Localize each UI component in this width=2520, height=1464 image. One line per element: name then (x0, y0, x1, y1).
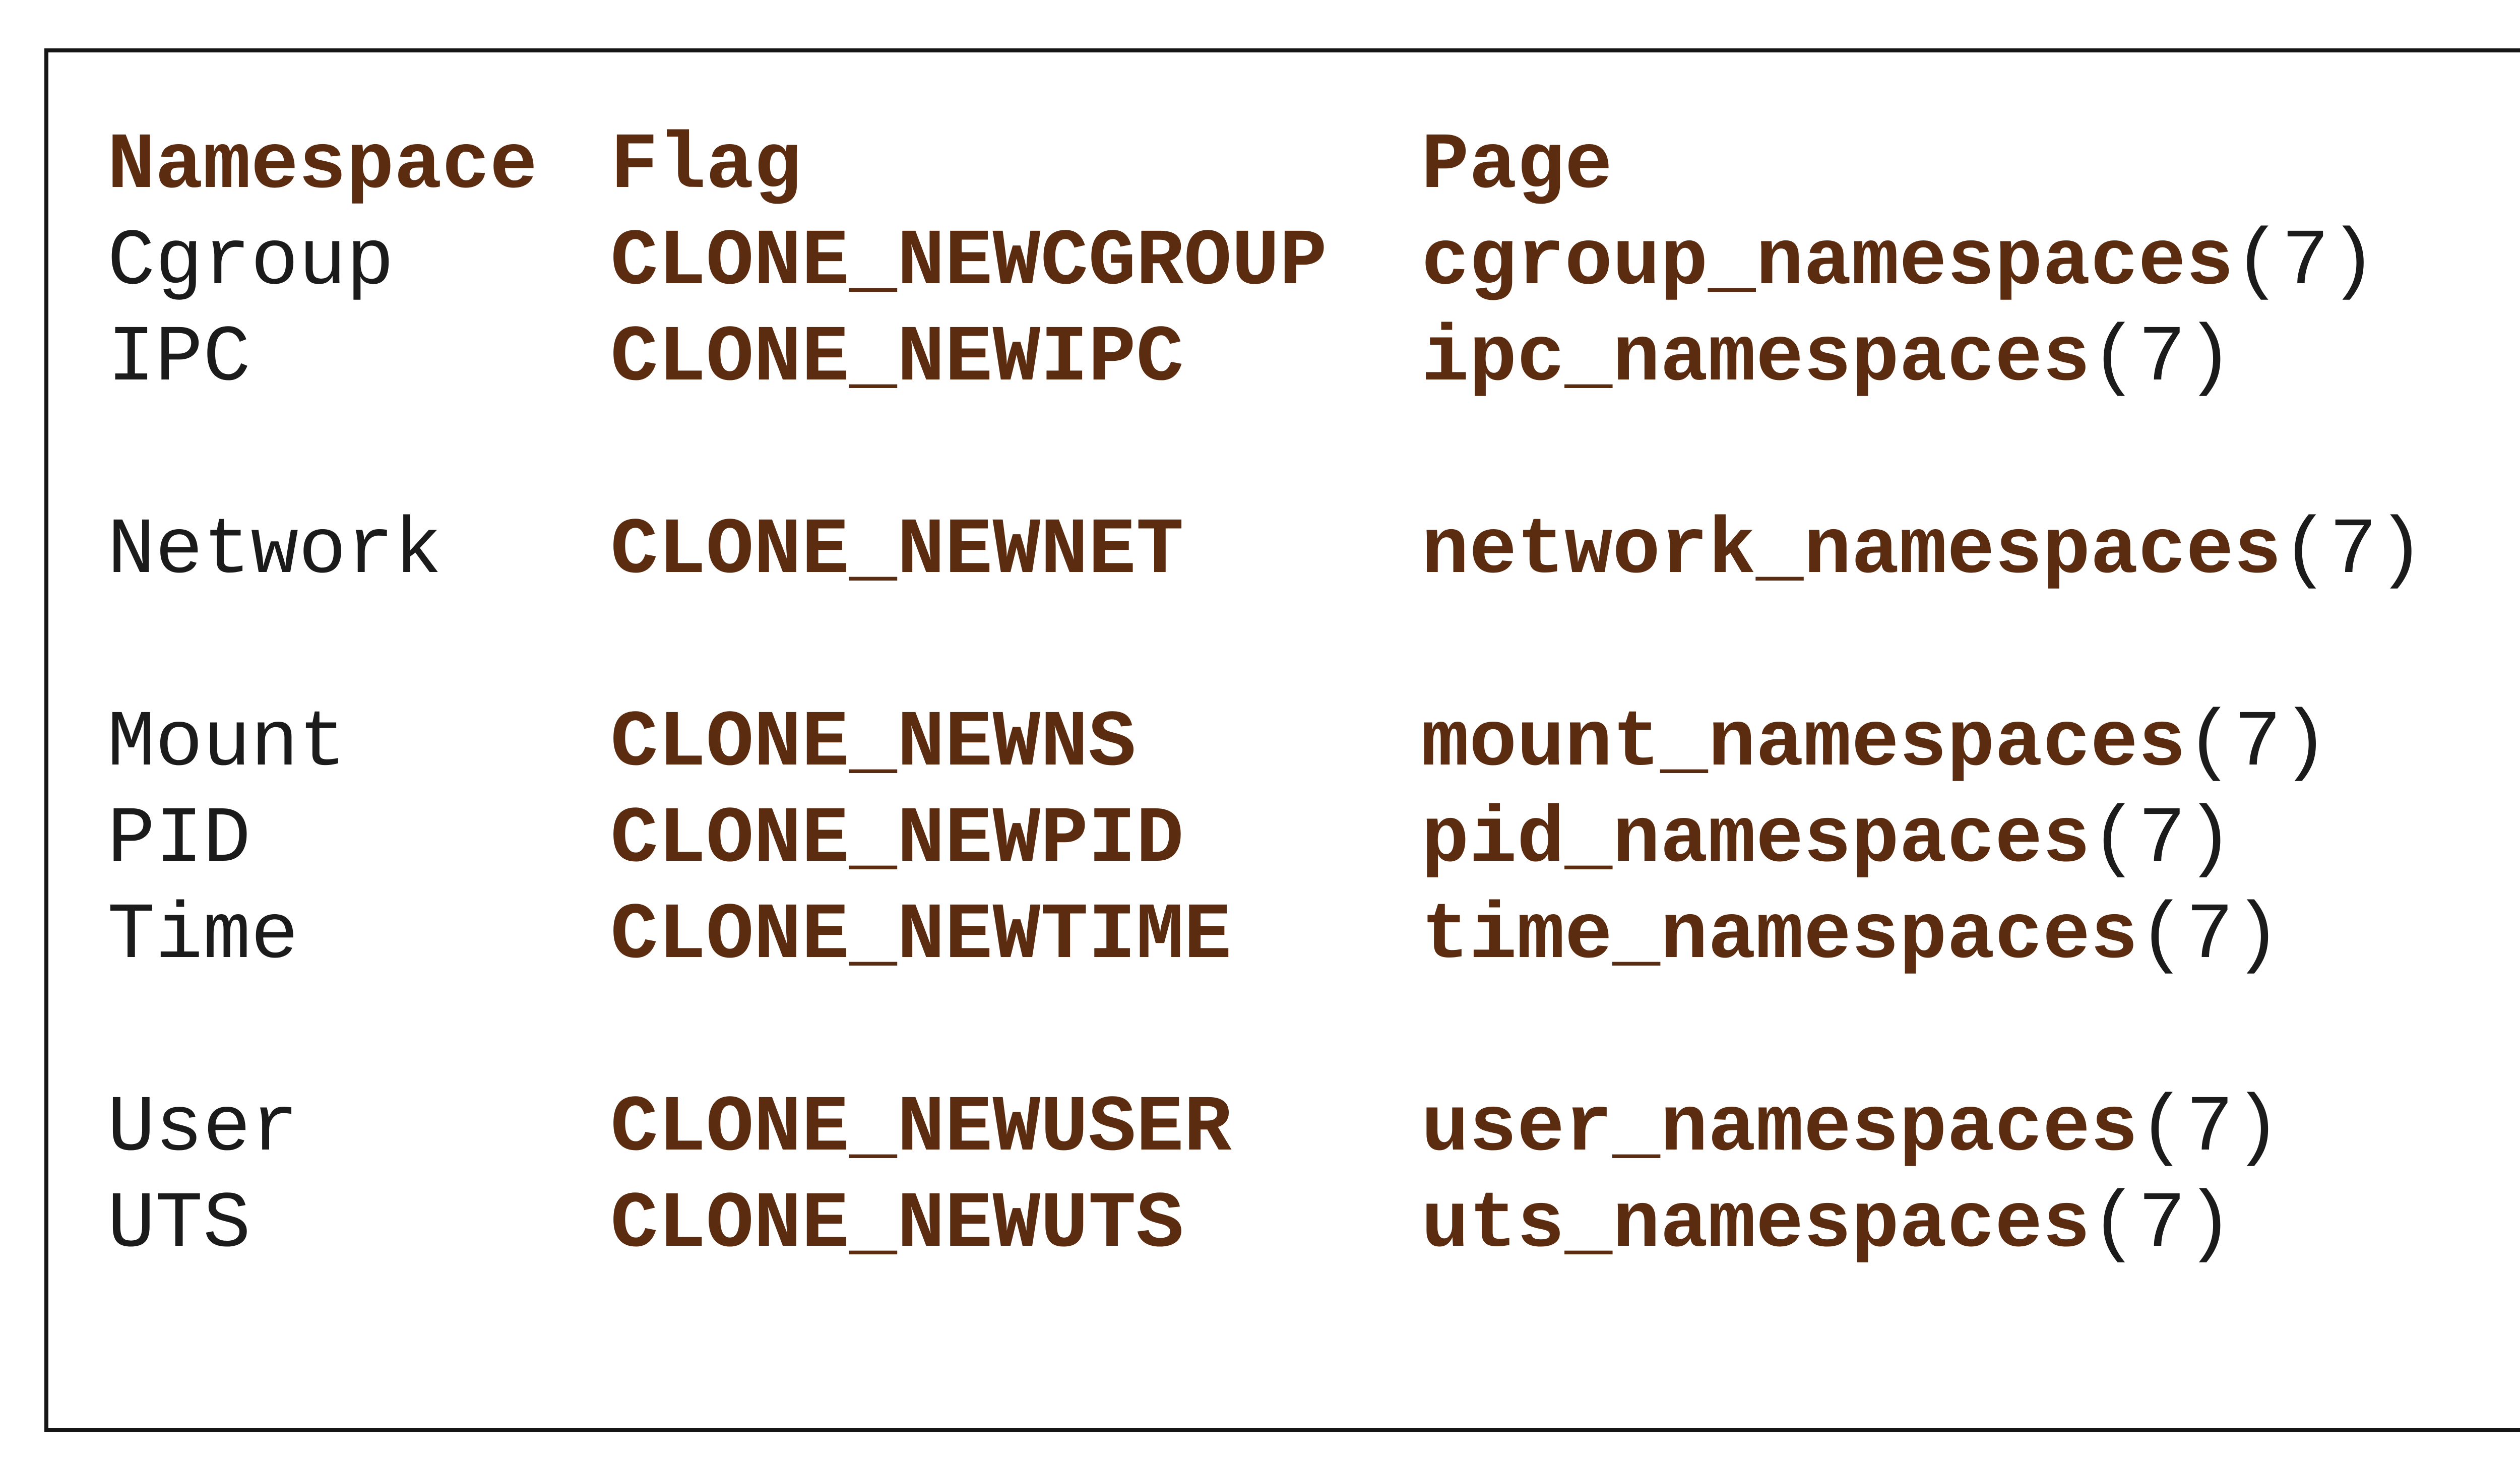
header-flag: Flag (610, 121, 802, 211)
page-cell: ipc_namespaces(7) (1421, 310, 2520, 407)
page-ref: uts_namespaces (1421, 1180, 2091, 1270)
page-cell: cgroup_namespaces(7) (1421, 214, 2520, 310)
namespace-cell: User (107, 1084, 299, 1174)
namespace-cell: Mount (107, 698, 347, 789)
namespace-cell: Network (107, 506, 442, 596)
table-row: Mount CLONE_NEWNS mount_namespaces(7) Mo… (107, 695, 2520, 792)
flag-cell: CLONE_NEWUSER (610, 1084, 1232, 1174)
page-section-number: (7) (2138, 891, 2282, 981)
page-ref: cgroup_namespaces (1421, 217, 2234, 307)
page-section-number: (7) (2138, 1084, 2282, 1174)
page-ref: network_namespaces (1421, 506, 2282, 596)
page-cell: user_namespaces(7) (1421, 1080, 2520, 1177)
flag-cell: CLONE_NEWTIME (610, 891, 1232, 981)
page-cell: uts_namespaces(7) (1421, 1177, 2520, 1273)
page-section-number: (7) (2186, 698, 2329, 789)
page-ref: ipc_namespaces (1421, 313, 2091, 404)
namespace-cell: IPC (107, 313, 251, 404)
table-row: Time CLONE_NEWTIME time_namespaces(7) Bo… (107, 888, 2520, 1080)
flag-cell: CLONE_NEWPID (610, 795, 1184, 885)
table-body: Cgroup CLONE_NEWCGROUP cgroup_namespaces… (107, 214, 2520, 1369)
table-header-row: Namespace Flag Page Isolates (107, 118, 2520, 214)
namespace-cell: PID (107, 795, 251, 885)
page-section-number: (7) (2090, 795, 2234, 885)
table-row: IPC CLONE_NEWIPC ipc_namespaces(7) Syste… (107, 310, 2520, 503)
table-row: Cgroup CLONE_NEWCGROUP cgroup_namespaces… (107, 214, 2520, 310)
namespace-cell: Cgroup (107, 217, 394, 307)
page-section-number: (7) (2090, 313, 2234, 404)
namespaces-table: Namespace Flag Page Isolates Cgroup CLON… (44, 48, 2520, 1432)
header-namespace: Namespace (107, 121, 538, 211)
flag-cell: CLONE_NEWUTS (610, 1180, 1184, 1270)
page-section-number: (7) (2233, 217, 2377, 307)
page-ref: pid_namespaces (1421, 795, 2091, 885)
flag-cell: CLONE_NEWNET (610, 506, 1184, 596)
table-row: UTS CLONE_NEWUTS uts_namespaces(7) Hostn… (107, 1177, 2520, 1369)
table-row: User CLONE_NEWUSER user_namespaces(7) Us… (107, 1080, 2520, 1177)
header-page: Page (1421, 121, 1613, 211)
page-cell: network_namespaces(7) (1421, 503, 2520, 599)
page-ref: user_namespaces (1421, 1084, 2138, 1174)
page-ref: mount_namespaces (1421, 698, 2186, 789)
page-section-number: (7) (2090, 1180, 2234, 1270)
table-grid: Namespace Flag Page Isolates Cgroup CLON… (107, 118, 2520, 1369)
page-cell: pid_namespaces(7) (1421, 792, 2520, 888)
page-section-number: (7) (2281, 506, 2425, 596)
flag-cell: CLONE_NEWIPC (610, 313, 1184, 404)
flag-cell: CLONE_NEWNS (610, 698, 1136, 789)
flag-cell: CLONE_NEWCGROUP (610, 217, 1328, 307)
page-cell: time_namespaces(7) (1421, 888, 2520, 984)
namespace-cell: Time (107, 891, 299, 981)
page-cell: mount_namespaces(7) (1421, 695, 2520, 792)
namespace-cell: UTS (107, 1180, 251, 1270)
table-row: PID CLONE_NEWPID pid_namespaces(7) Proce… (107, 792, 2520, 888)
table-row: Network CLONE_NEWNET network_namespaces(… (107, 503, 2520, 695)
page-ref: time_namespaces (1421, 891, 2138, 981)
